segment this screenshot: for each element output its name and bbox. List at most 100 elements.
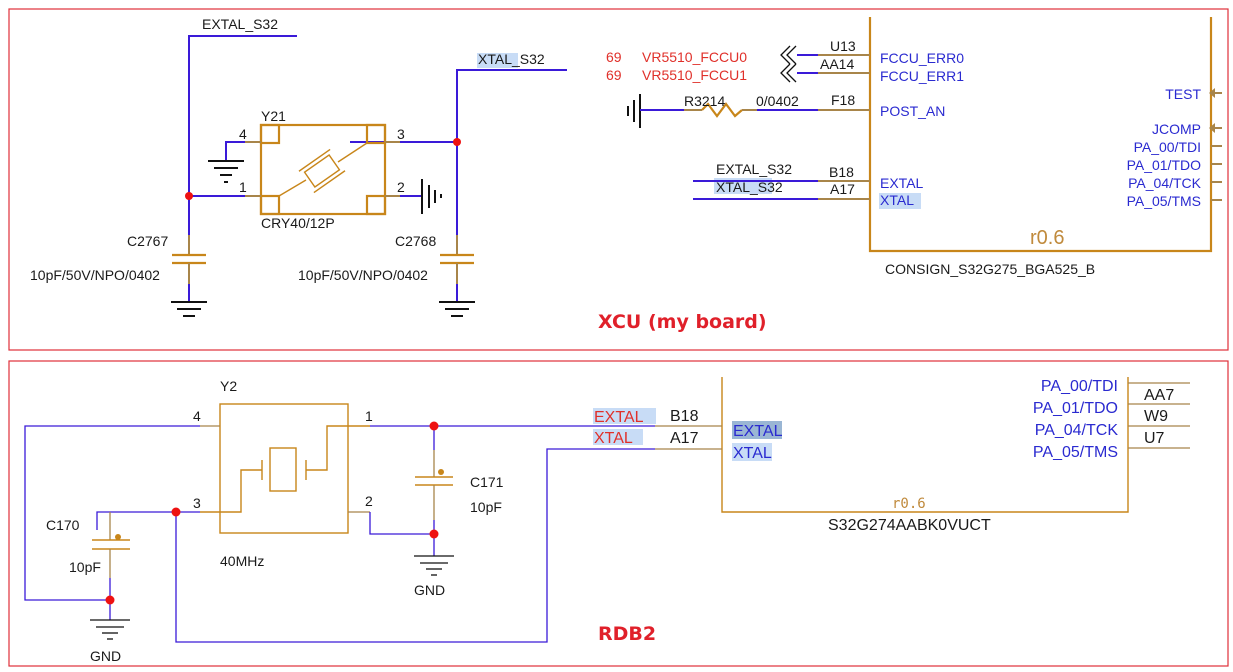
wire-pin4-loop [24, 425, 200, 601]
pin-name: TEST [1165, 86, 1201, 102]
pin-number: 4 [193, 408, 201, 424]
cap-ref: C2767 [127, 233, 168, 249]
capacitor-c170[interactable] [92, 512, 130, 578]
net-label-extal: EXTAL_S32 [202, 16, 278, 32]
cap-ref: C171 [470, 474, 504, 490]
ground-icon [421, 179, 442, 214]
pin-name: PA_01/TDO [1127, 157, 1202, 173]
pin-name: PA_01/TDO [1033, 400, 1118, 417]
pin-name: EXTAL [880, 175, 924, 191]
gnd-label: GND [414, 582, 445, 598]
capacitor-c171[interactable] [415, 450, 453, 520]
pin-name: PA_04/TCK [1128, 175, 1202, 191]
junction-dot [185, 192, 193, 200]
ball-label: U7 [1144, 430, 1165, 447]
net-label-extal: EXTAL_S32 [716, 161, 792, 177]
net-label-highlight [477, 53, 518, 68]
net-label-xtal: XTAL [594, 430, 633, 447]
wire-xtal-net [456, 69, 567, 235]
cap-value: 10pF [470, 499, 502, 515]
capacitor-c2767[interactable] [172, 235, 206, 284]
pin-name: FCCU_ERR0 [880, 50, 964, 66]
ic-part-number: CONSIGN_S32G275_BGA525_B [885, 261, 1095, 277]
offpage-page: 69 [606, 49, 622, 65]
pin-name: XTAL [733, 445, 772, 462]
pin-name: XTAL [880, 192, 914, 208]
net-label-extal: EXTAL [594, 409, 644, 426]
panel-rdb2: Y2 40MHz 4 3 1 2 C170 10pF [8, 360, 1229, 667]
pin-number: 1 [239, 179, 247, 195]
resistor-value: 0/0402 [756, 93, 799, 109]
cap-value: 10pF/50V/NPO/0402 [30, 267, 160, 283]
ic-revision: r0.6 [892, 496, 926, 512]
gnd-label: GND [90, 648, 121, 664]
pin-number: 2 [397, 179, 405, 195]
pin-highlight [879, 193, 921, 209]
pin-name: EXTAL [733, 423, 783, 440]
ic-s32g275[interactable] [818, 17, 1222, 253]
wire-pin2-gnd [369, 512, 434, 535]
crystal-ref: Y2 [220, 378, 237, 394]
pin-number: 3 [397, 126, 405, 142]
ball-label: W9 [1144, 408, 1168, 425]
net-label-highlight [593, 429, 643, 445]
wire-pin3-c170 [96, 511, 200, 530]
resistor-r3214[interactable] [684, 102, 757, 118]
junction-dot [171, 507, 181, 517]
pin-highlight [732, 421, 782, 439]
pin-number: 4 [239, 126, 247, 142]
pin-name: PA_00/TDI [1134, 139, 1201, 155]
offpage-net[interactable]: VR5510_FCCU0 [642, 49, 747, 65]
ground-icon [90, 619, 130, 640]
pin-name: PA_04/TCK [1035, 422, 1119, 439]
ic-part-number: S32G274AABK0VUCT [828, 517, 991, 534]
ball-label: B18 [670, 408, 699, 425]
pin-highlight [732, 443, 772, 461]
crystal-value: CRY40/12P [261, 215, 335, 231]
ground-icon [208, 160, 244, 183]
cap-ref: C2768 [395, 233, 436, 249]
ground-icon [171, 301, 207, 317]
ball-label: A17 [830, 181, 855, 197]
panel-title: RDB2 [598, 623, 656, 645]
crystal-y21[interactable] [245, 123, 400, 216]
pin-number: 3 [193, 495, 201, 511]
ground-icon [439, 301, 475, 317]
ball-label: F18 [831, 92, 855, 108]
panel-frame [8, 8, 1229, 351]
ball-label: AA7 [1144, 387, 1174, 404]
net-label-xtal: XTAL_S32 [478, 51, 545, 67]
ball-label: A17 [670, 430, 699, 447]
ground-icon [627, 94, 641, 128]
crystal-value: 40MHz [220, 553, 264, 569]
ic-s32g274[interactable] [655, 377, 1190, 513]
pin-name: PA_05/TMS [1127, 193, 1201, 209]
pin-name: PA_00/TDI [1041, 378, 1118, 395]
offpage-net[interactable]: VR5510_FCCU1 [642, 67, 747, 83]
net-label-highlight [593, 408, 656, 424]
ball-label: U13 [830, 38, 856, 54]
wire-pin4-gnd [225, 141, 245, 161]
panel-xcu: EXTAL_S32 XTAL_S32 Y21 [8, 8, 1229, 351]
ball-label: B18 [829, 164, 854, 180]
ground-icon [414, 555, 454, 576]
wire-extal-net [188, 35, 297, 197]
junction-dot [105, 595, 115, 605]
cap-ref: C170 [46, 517, 80, 533]
junction-dot [429, 529, 439, 539]
offpage-page: 69 [606, 67, 622, 83]
resistor-ref: R3214 [684, 93, 725, 109]
pin-name: PA_05/TMS [1033, 444, 1118, 461]
net-label-xtal: XTAL_S32 [716, 179, 783, 195]
crystal-ref: Y21 [261, 108, 286, 124]
ball-label: AA14 [820, 56, 854, 72]
capacitor-c2768[interactable] [440, 235, 474, 284]
pin-name: POST_AN [880, 103, 945, 119]
pin-number: 2 [365, 493, 373, 509]
junction-dot [429, 421, 439, 431]
junction-dot [453, 138, 461, 146]
panel-title: XCU (my board) [598, 311, 767, 333]
crystal-y2[interactable] [200, 403, 370, 534]
panel-frame [8, 360, 1229, 667]
